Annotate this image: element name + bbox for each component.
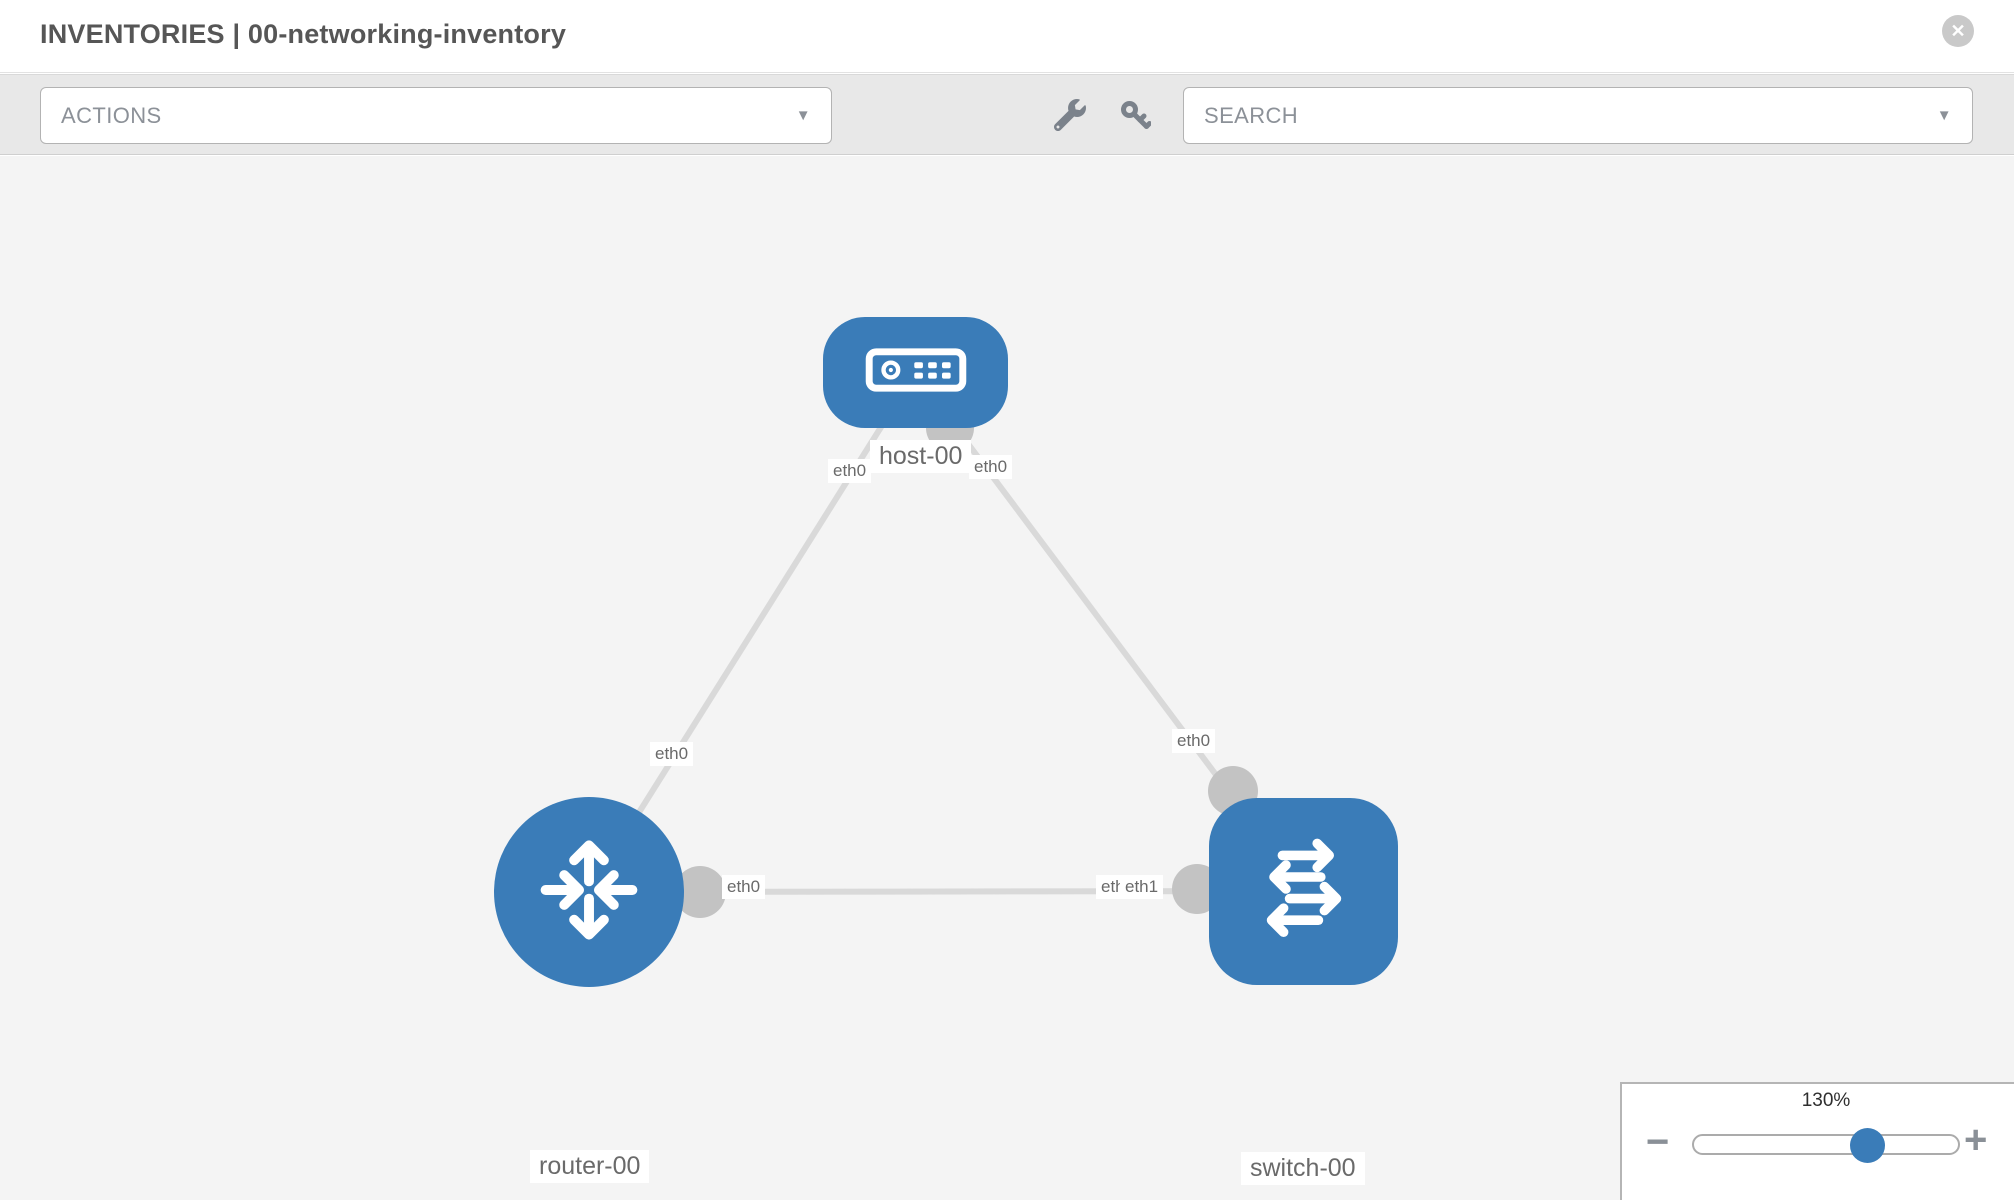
actions-dropdown-label: ACTIONS (61, 102, 162, 128)
if-label-host-eth0-right: eth0 (969, 455, 1013, 479)
node-label-switch-00: switch-00 (1241, 1152, 1365, 1185)
wrench-icon (1054, 99, 1086, 131)
close-button[interactable]: ✕ (1942, 15, 1974, 47)
search-dropdown[interactable]: SEARCH ▼ (1183, 87, 1973, 144)
plus-icon: + (1964, 1118, 1988, 1162)
toolbar: ACTIONS ▼ (0, 74, 2014, 155)
zoom-out-button[interactable]: − (1646, 1122, 1669, 1162)
chevron-down-icon: ▼ (1936, 107, 1952, 124)
header-bar: INVENTORIES | 00-networking-inventory ✕ (0, 0, 2014, 73)
topology-links (586, 371, 1306, 895)
topology-canvas[interactable]: eth0 host-00 eth0 eth0 eth0 eth0 eth1 et… (0, 156, 2014, 1200)
host-icon (864, 344, 968, 401)
if-label-router-eth0-right: eth0 (722, 875, 766, 899)
router-icon (527, 828, 651, 957)
actions-dropdown[interactable]: ACTIONS ▼ (40, 87, 832, 144)
close-icon: ✕ (1950, 20, 1966, 41)
zoom-in-button[interactable]: + (1964, 1120, 1987, 1160)
if-label-switch-eth0-top: eth0 (1172, 729, 1216, 753)
zoom-slider-track[interactable] (1692, 1128, 1960, 1163)
node-label-host-00: host-00 (870, 440, 972, 473)
zoom-level-value: 130% (1801, 1090, 1851, 1111)
key-icon (1119, 99, 1151, 131)
search-placeholder: SEARCH (1204, 102, 1299, 128)
node-switch-00[interactable] (1209, 798, 1398, 985)
page-title: INVENTORIES | 00-networking-inventory (40, 19, 567, 49)
zoom-slider-thumb[interactable] (1850, 1128, 1885, 1163)
switch-icon (1244, 829, 1364, 954)
if-label-switch-eth1: eth1 (1120, 875, 1164, 899)
minus-icon: − (1646, 1120, 1670, 1164)
credentials-button[interactable] (1117, 97, 1153, 133)
chevron-down-icon: ▼ (795, 107, 811, 124)
node-router-00[interactable] (494, 797, 684, 987)
node-host-00[interactable] (823, 317, 1008, 428)
configure-button[interactable] (1052, 97, 1088, 133)
if-label-router-eth0-top: eth0 (650, 742, 694, 766)
if-label-host-eth0-left: eth0 (828, 459, 872, 483)
node-label-router-00: router-00 (530, 1150, 650, 1183)
zoom-control-panel: 130% − + (1620, 1082, 2014, 1200)
